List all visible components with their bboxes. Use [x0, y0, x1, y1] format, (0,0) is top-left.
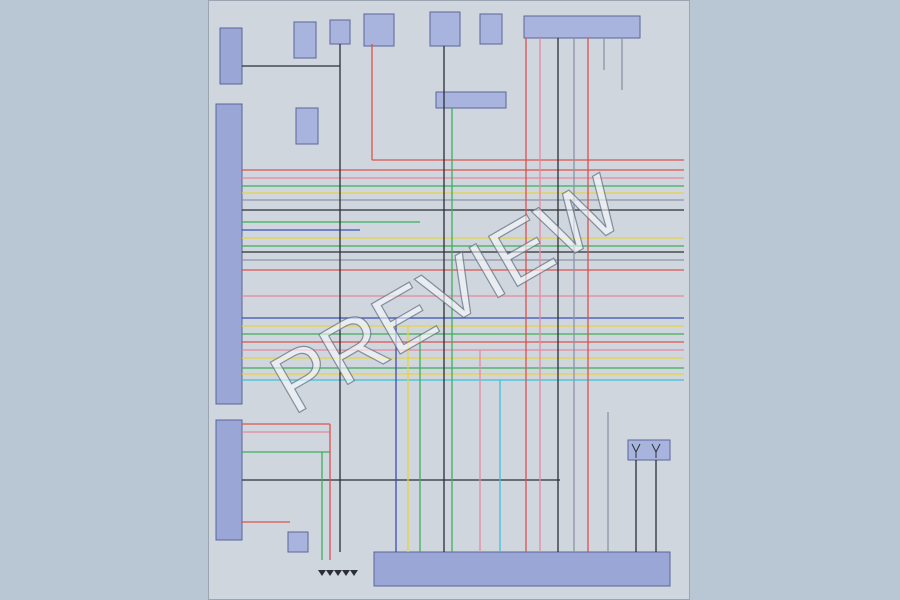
- component-top-5: [479, 13, 503, 45]
- connector-boxes: [215, 11, 671, 587]
- vertical-wires: [321, 38, 657, 560]
- component-top-3: [363, 13, 395, 47]
- ground-arrow-2: [326, 570, 334, 576]
- ground-arrows: [318, 570, 358, 576]
- speaker-left-1: [295, 107, 319, 145]
- antenna-icon-1: [631, 443, 641, 458]
- antenna-box-right: [627, 439, 671, 461]
- horizontal-wires: [242, 65, 684, 523]
- ground-arrow-4: [342, 570, 350, 576]
- component-top-right: [523, 15, 641, 39]
- component-top-2: [329, 19, 351, 45]
- connector-bottom-module: [373, 551, 671, 587]
- connector-top-left-module: [219, 27, 243, 85]
- component-mid-top: [435, 91, 507, 109]
- connector-lower-left-module: [215, 419, 243, 541]
- component-top-4: [429, 11, 461, 47]
- ground-arrow-1: [318, 570, 326, 576]
- ground-arrow-3: [334, 570, 342, 576]
- speaker-top-1: [293, 21, 317, 59]
- antenna-icon-2: [651, 443, 661, 458]
- component-bottom-left: [287, 531, 309, 553]
- preview-watermark: PREVIEW: [255, 156, 638, 431]
- connector-main-left-module: [215, 103, 243, 405]
- ground-arrow-5: [350, 570, 358, 576]
- antenna-symbols: [631, 443, 661, 458]
